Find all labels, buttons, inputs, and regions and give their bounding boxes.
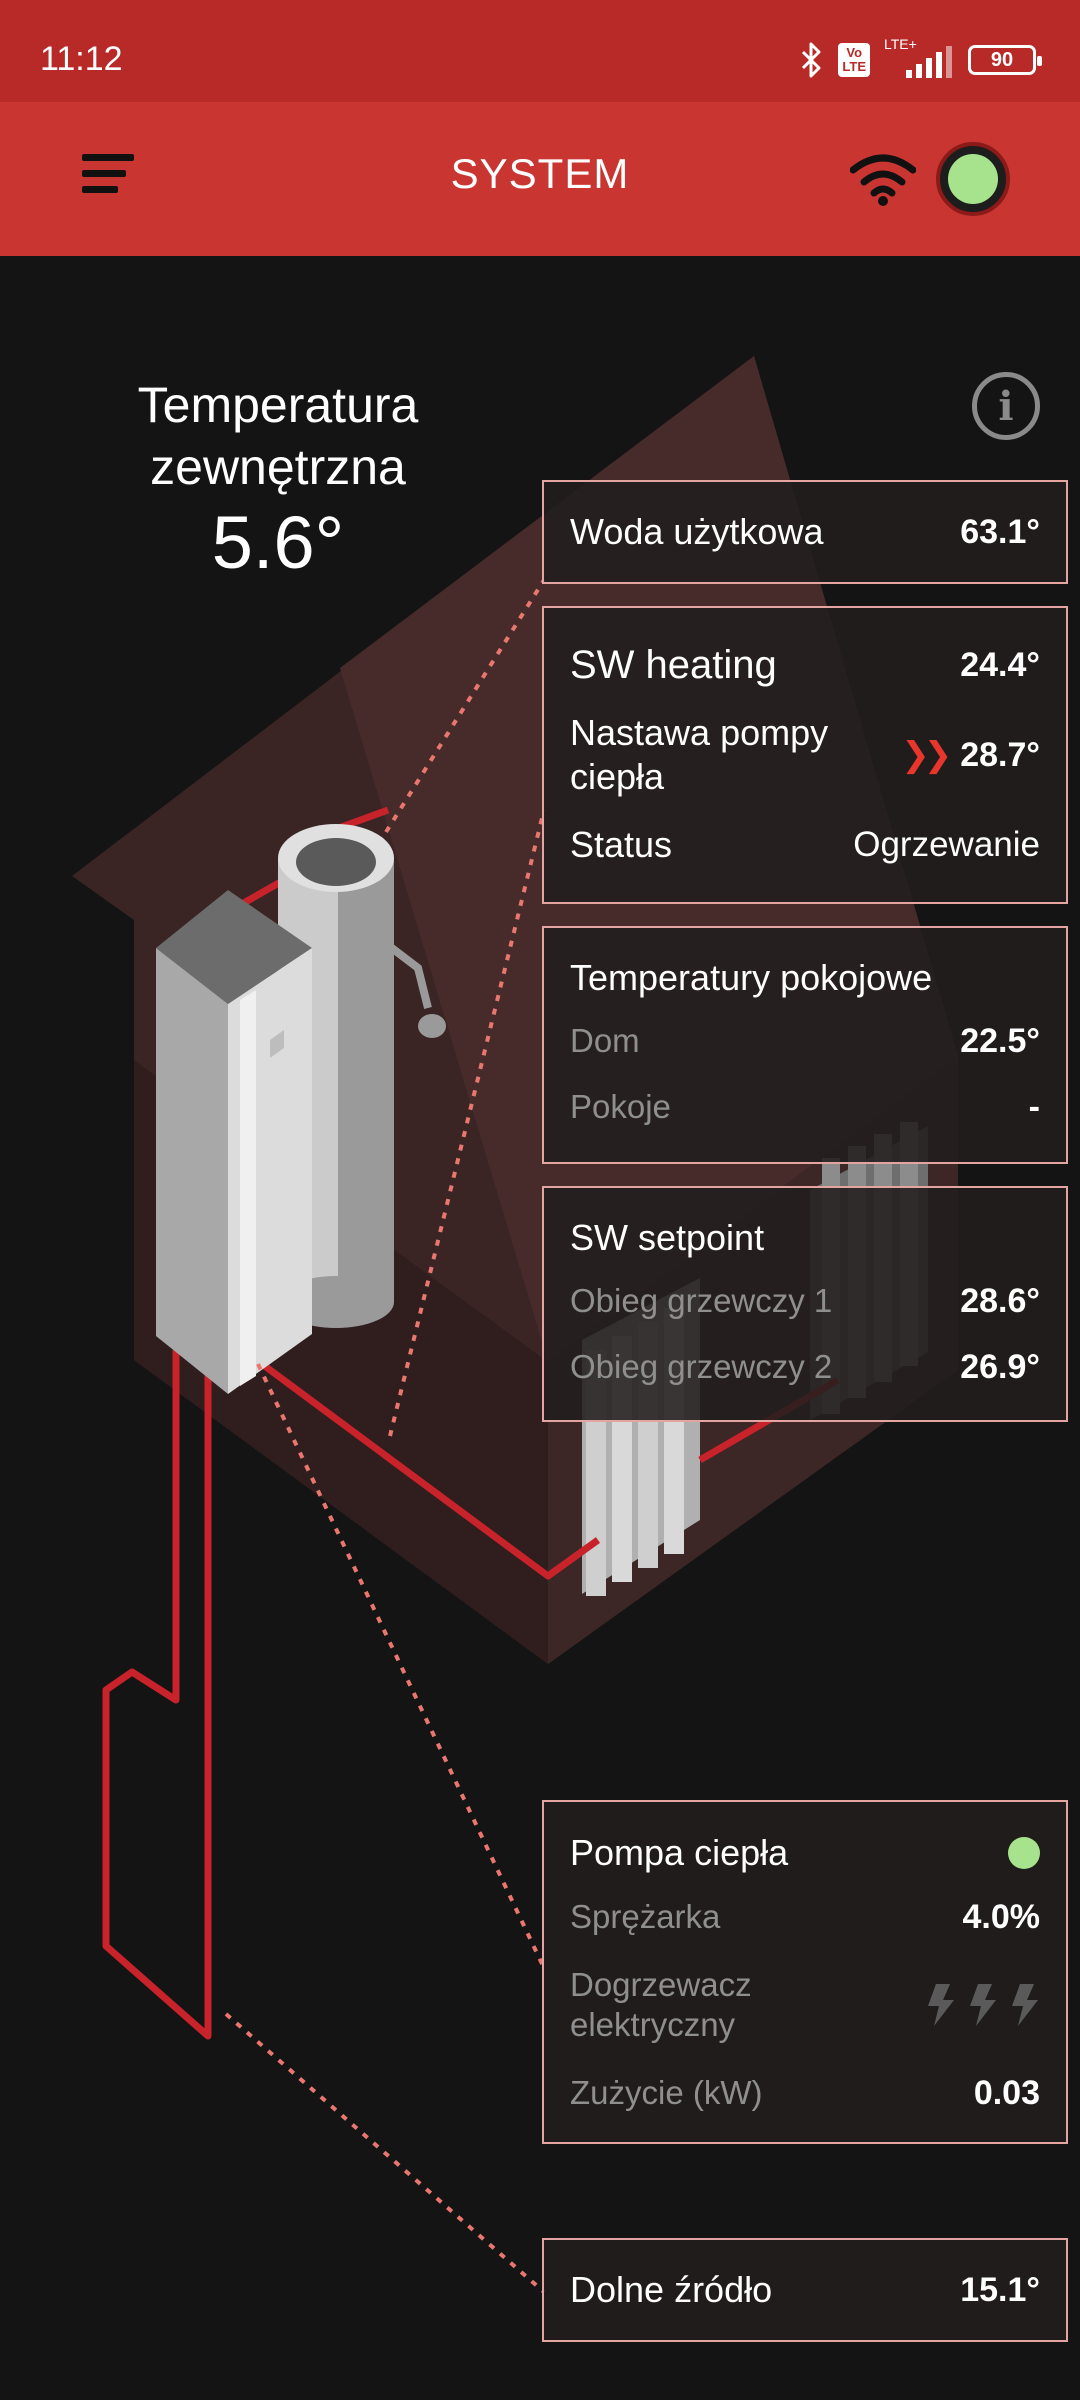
status-time: 11:12 [40, 40, 123, 78]
sw-heating-card[interactable]: SW heating 24.4° Nastawa pompy ciepła ❯❯… [542, 606, 1068, 904]
circuit-label: Obieg grzewczy 1 [570, 1282, 833, 1319]
heat-pump-setpoint-value: 28.7° [960, 735, 1040, 774]
room-item-label: Pokoje [570, 1088, 671, 1125]
ground-source-value: 15.1° [960, 2270, 1040, 2309]
bluetooth-icon [802, 42, 821, 78]
connection-status-icon[interactable] [936, 142, 1010, 216]
info-icon[interactable]: i [972, 372, 1040, 440]
heat-pump-setpoint-label: Nastawa pompy ciepła [570, 712, 829, 797]
page-title: SYSTEM [450, 150, 630, 197]
heat-pump-card[interactable]: Pompa ciepła Sprężarka 4.0% Dogrzewacz e… [542, 1800, 1068, 2144]
app-bar: SYSTEM [0, 102, 1080, 256]
outdoor-temperature-label: Temperatura zewnętrzna [137, 377, 419, 495]
room-item-label: Dom [570, 1022, 640, 1059]
electric-heater-label: Dogrzewacz elektryczny [570, 1966, 752, 2043]
room-temperatures-title: Temperatury pokojowe [570, 957, 933, 998]
room-item-value: - [1028, 1087, 1040, 1126]
compressor-value: 4.0% [962, 1897, 1041, 1936]
wifi-icon [850, 154, 916, 206]
battery-icon: 90 [968, 45, 1042, 75]
circuit-value: 28.6° [960, 1281, 1040, 1320]
lte-label: LTE+ [884, 36, 917, 52]
menu-icon[interactable] [82, 154, 134, 202]
circuit-label: Obieg grzewczy 2 [570, 1348, 833, 1385]
battery-level: 90 [990, 48, 1014, 71]
outdoor-temperature-value: 5.6° [211, 501, 345, 584]
sw-heating-title: SW heating [570, 642, 777, 687]
consumption-value: 0.03 [973, 2073, 1040, 2112]
domestic-water-label: Woda użytkowa [570, 511, 824, 552]
consumption-label: Zużycie (kW) [570, 2074, 763, 2111]
heat-pump-unit [156, 890, 312, 1394]
circuit-value: 26.9° [960, 1347, 1040, 1386]
setpoint-indicator-icon: ❯❯ [901, 736, 952, 774]
lightning-icon [970, 1984, 996, 2026]
sw-setpoint-card[interactable]: SW setpoint Obieg grzewczy 1 28.6° Obieg… [542, 1186, 1068, 1422]
heat-pump-title: Pompa ciepła [570, 1832, 789, 1873]
room-temperatures-card[interactable]: Temperatury pokojowe Dom 22.5° Pokoje - [542, 926, 1068, 1164]
lightning-icon [928, 1984, 954, 2026]
sw-setpoint-title: SW setpoint [570, 1217, 765, 1258]
ground-source-card[interactable]: Dolne źródło 15.1° [542, 2238, 1068, 2342]
domestic-water-card[interactable]: Woda użytkowa 63.1° [542, 480, 1068, 584]
electric-heater-stages [926, 1984, 1040, 2026]
room-item-value: 22.5° [960, 1021, 1040, 1060]
sw-heating-value: 24.4° [960, 645, 1040, 684]
outdoor-temperature: Temperatura zewnętrzna 5.6° [78, 374, 478, 588]
heat-pump-status-icon [1008, 1837, 1040, 1869]
status-label: Status [570, 824, 673, 865]
signal-icon: LTE+ [884, 36, 954, 80]
lightning-icon [1012, 1984, 1038, 2026]
ground-source-label: Dolne źródło [570, 2269, 773, 2310]
compressor-label: Sprężarka [570, 1898, 721, 1935]
status-value: Ogrzewanie [853, 825, 1040, 864]
domestic-water-value: 63.1° [960, 512, 1040, 551]
